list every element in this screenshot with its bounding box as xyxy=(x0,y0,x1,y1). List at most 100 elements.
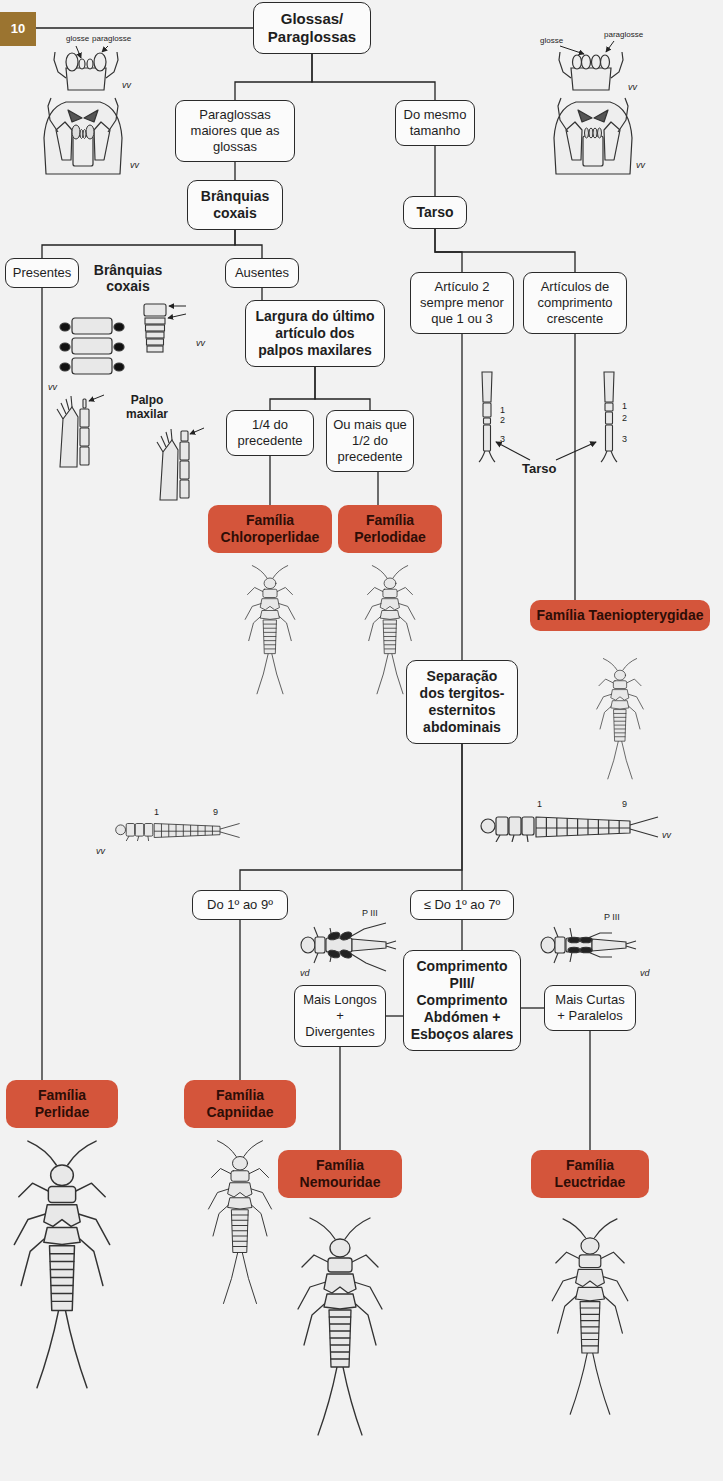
figure-label: vv xyxy=(122,80,131,90)
branch-line xyxy=(261,288,262,300)
drawing-part xyxy=(79,59,85,69)
node-text: Do 1º ao 9º xyxy=(207,897,273,913)
leader-line xyxy=(169,306,186,307)
branch-line xyxy=(461,744,462,890)
tarsus-drawing xyxy=(601,372,617,462)
label-text: 1 xyxy=(537,799,542,809)
label-text: P III xyxy=(604,912,620,922)
branch-line xyxy=(339,1047,340,1150)
drawing-part xyxy=(60,407,78,467)
nymph-drawing xyxy=(597,659,644,779)
node-text: Brânquias coxais xyxy=(194,188,276,222)
branch-line xyxy=(312,54,435,100)
node-text: Família Capniidae xyxy=(190,1087,290,1121)
drawing-part xyxy=(566,938,592,952)
node-text: 10 xyxy=(11,21,25,37)
label-text: Brânquias coxais xyxy=(94,262,162,294)
drawing-part xyxy=(386,941,396,949)
drawing-part xyxy=(60,323,70,331)
label-text: 9 xyxy=(213,807,218,817)
drawing-part xyxy=(44,98,122,174)
label-text: glosse xyxy=(540,36,563,45)
label-text: 3 xyxy=(500,434,505,444)
drawing-part xyxy=(144,304,166,316)
gills-drawing xyxy=(60,318,124,374)
family-box: Família Perlidae xyxy=(6,1080,118,1128)
figure-label: vv xyxy=(662,830,671,840)
leader-line xyxy=(556,442,596,460)
drawing-part xyxy=(479,451,495,462)
node-text: Artículo 2 sempre menor que 1 ou 3 xyxy=(416,279,508,327)
option-box: Artículos de comprimento crescente xyxy=(523,272,627,334)
drawing-part xyxy=(114,363,124,371)
option-box: Presentes xyxy=(5,258,79,288)
drawing-part xyxy=(592,55,601,69)
branch-line xyxy=(461,334,462,660)
branch-line xyxy=(435,229,462,272)
figure-label: glosse xyxy=(66,34,89,43)
drawing-part xyxy=(482,372,492,402)
drawing-part xyxy=(94,53,106,71)
option-box: Mais Curtas + Paralelos xyxy=(544,985,636,1031)
question-box: Tarso xyxy=(403,196,467,229)
drawing-part xyxy=(568,947,580,953)
drawing-part xyxy=(147,339,164,345)
figure-label: 1 xyxy=(537,799,542,809)
node-text: Família Leuctridae xyxy=(537,1157,643,1191)
node-text: ≤ Do 1º ao 7º xyxy=(424,897,501,913)
drawing-part xyxy=(72,338,112,354)
drawing-part xyxy=(180,461,189,479)
drawing-part xyxy=(66,53,78,71)
drawing-part xyxy=(554,98,632,174)
label-text: vv xyxy=(662,830,671,840)
node-text: Mais Curtas + Paralelos xyxy=(550,992,630,1024)
leader-line xyxy=(76,46,81,58)
head-drawing xyxy=(554,98,632,174)
label-text: vd xyxy=(640,968,650,978)
label-text: 3 xyxy=(622,434,627,444)
question-box: Glossas/ Paraglossas xyxy=(253,2,371,54)
option-box: Ausentes xyxy=(225,258,299,288)
drawing-part xyxy=(72,358,112,374)
node-text: Do mesmo tamanho xyxy=(401,107,469,139)
node-text: Paraglossas maiores que as glossas xyxy=(181,107,289,155)
drawing-part xyxy=(145,318,165,324)
drawing-part xyxy=(580,937,592,943)
drawing-part xyxy=(626,941,636,949)
branch-line xyxy=(461,920,462,950)
drawing-part xyxy=(83,399,86,408)
label-text: 1 xyxy=(500,405,505,415)
branch-line xyxy=(239,920,240,1080)
leader-line xyxy=(606,41,614,52)
figure-label: 2 xyxy=(500,415,505,425)
option-box: Mais Longos + Divergentes xyxy=(294,985,386,1047)
label-text: 2 xyxy=(622,413,627,423)
drawing-part xyxy=(83,130,86,139)
drawing-part xyxy=(585,128,589,138)
leader-line xyxy=(190,428,204,434)
label-text: vv xyxy=(636,160,645,170)
drawing-part xyxy=(72,318,112,334)
question-box: Brânquias coxais xyxy=(187,180,283,230)
drawing-part xyxy=(606,425,613,451)
head-drawing xyxy=(44,98,122,174)
node-text: 1/4 do precedente xyxy=(232,417,308,449)
drawing-part xyxy=(326,938,352,952)
drawing-part xyxy=(60,343,70,351)
figure-label: 9 xyxy=(622,799,627,809)
label-text: glosse xyxy=(66,34,89,43)
label-text: 1 xyxy=(622,401,627,411)
figure-label: 9 xyxy=(213,807,218,817)
figure-label: 1 xyxy=(622,401,627,411)
drawing-part xyxy=(601,451,617,462)
question-box: Comprimento PIII/ Comprimento Abdómen + … xyxy=(403,950,521,1051)
figure-label: P III xyxy=(362,908,378,918)
labium-drawing xyxy=(559,52,623,90)
palp-drawing xyxy=(57,396,89,467)
drawing-part xyxy=(541,937,555,953)
node-text: Família Taeniopterygidae xyxy=(536,607,703,624)
drawing-part xyxy=(339,931,353,942)
drawing-part xyxy=(160,440,178,500)
option-box: Ou mais que 1/2 do precedente xyxy=(326,410,414,472)
